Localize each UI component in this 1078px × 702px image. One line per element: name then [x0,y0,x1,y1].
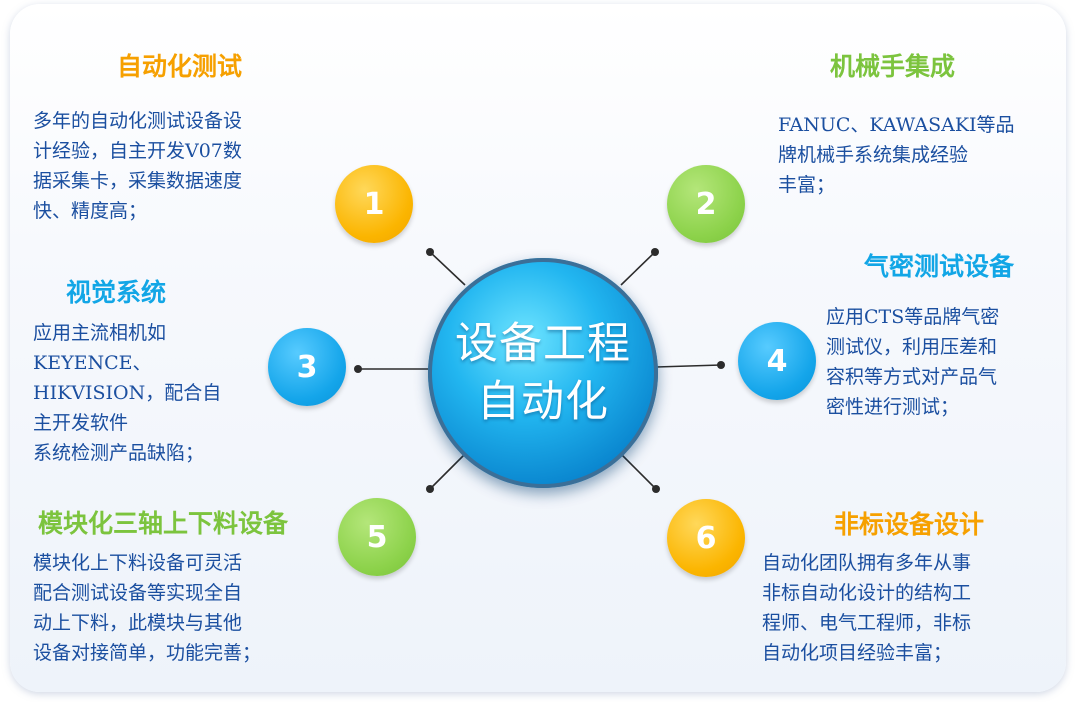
item-3-line-4: 主开发软件 [33,412,129,434]
item-1-line-1: 多年的自动化测试设备设 [33,110,243,132]
item-title-2: 机械手集成 [830,52,956,81]
item-description-5: 模块化上下料设备可灵活 配合测试设备等实现全自 动上下料，此模块与其他 设备对接… [33,548,261,668]
item-3-line-3: HIKVISION，配合自 [33,382,222,404]
item-1-line-2: 计经验，自主开发V07数 [33,140,242,162]
item-title-1: 自动化测试 [117,52,243,81]
item-description-1: 多年的自动化测试设备设 计经验，自主开发V07数 据采集卡，采集数据速度 快、精… [33,106,242,226]
connector-5 [429,454,465,490]
connector-dot-4 [717,361,725,369]
item-title-3: 视觉系统 [66,278,167,307]
item-3-line-1: 应用主流相机如 [33,322,167,344]
center-title-line2: 自动化 [477,377,609,427]
item-2-line-2: 牌机械手系统集成经验 [778,144,969,166]
item-4-line-4: 密性进行测试； [826,396,960,418]
item-1-line-3: 据采集卡，采集数据速度 [33,170,243,192]
item-5-line-4: 设备对接简单，功能完善； [33,642,262,664]
item-title-5: 模块化三轴上下料设备 [38,509,289,538]
item-2-line-3: 丰富； [778,174,836,196]
item-2-line-1: FANUC、KAWASAKI等品 [778,114,1015,136]
item-description-4: 应用CTS等品牌气密 测试仪，利用压差和 容积等方式对产品气 密性进行测试； [826,302,999,422]
item-6-line-3: 程师、电气工程师，非标 [762,612,972,634]
connector-4 [655,364,722,368]
item-description-6: 自动化团队拥有多年从事 非标自动化设计的结构工 程师、电气工程师，非标 自动化项… [762,548,971,668]
node-badge-3: 3 [268,328,346,406]
node-badge-6: 6 [667,499,745,577]
connector-1 [429,251,466,286]
item-6-line-4: 自动化项目经验丰富； [762,642,953,664]
item-6-line-2: 非标自动化设计的结构工 [762,582,972,604]
connector-dot-3 [354,365,362,373]
item-5-line-1: 模块化上下料设备可灵活 [33,552,243,574]
item-description-2: FANUC、KAWASAKI等品 牌机械手系统集成经验 丰富； [778,110,1015,200]
item-3-line-2: KEYENCE、 [33,352,152,374]
item-4-line-2: 测试仪，利用压差和 [826,336,998,358]
item-5-line-3: 动上下料，此模块与其他 [33,612,243,634]
connector-2 [620,251,656,286]
node-badge-4: 4 [738,322,816,400]
center-title-line1: 设备工程 [455,319,631,369]
connector-dot-6 [652,485,660,493]
item-5-line-2: 配合测试设备等实现全自 [33,582,243,604]
item-4-line-3: 容积等方式对产品气 [826,366,998,388]
item-3-line-5: 系统检测产品缺陷； [33,442,205,464]
node-badge-5: 5 [338,498,416,576]
item-1-line-4: 快、精度高； [33,200,148,222]
node-badge-2: 2 [667,165,745,243]
node-badge-1: 1 [335,165,413,243]
item-title-4: 气密测试设备 [864,252,1015,281]
item-4-line-1: 应用CTS等品牌气密 [826,306,1000,328]
center-hub: 设备工程 自动化 [428,258,658,488]
item-description-3: 应用主流相机如 KEYENCE、 HIKVISION，配合自 主开发软件 系统检… [33,318,221,468]
connector-6 [621,454,657,490]
item-title-6: 非标设备设计 [834,510,985,539]
connector-dot-5 [426,485,434,493]
connector-dot-2 [651,248,659,256]
item-6-line-1: 自动化团队拥有多年从事 [762,552,972,574]
connector-dot-1 [426,248,434,256]
